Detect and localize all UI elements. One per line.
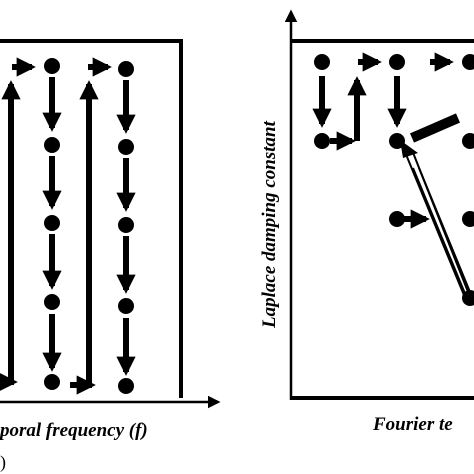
- right-panel: Laplace damping constant Fourier te: [259, 9, 474, 435]
- thick-diagonal-bar: [410, 113, 460, 143]
- right-sample-dot: [389, 133, 405, 149]
- diagonal-return-arrow: [412, 167, 467, 297]
- left-sample-dot: [118, 217, 134, 233]
- right-sample-dot: [462, 133, 474, 149]
- left-panel: poral frequency (f) ): [0, 39, 221, 473]
- left-sample-dot: [118, 139, 134, 155]
- caption-fragment: ): [0, 452, 6, 473]
- left-sample-dot: [44, 58, 60, 74]
- left-panel-frame: [0, 39, 183, 398]
- left-sample-dot: [44, 294, 60, 310]
- left-sample-dot: [44, 215, 60, 231]
- diagonal-return-arrow: [418, 167, 471, 293]
- right-sample-dot: [314, 133, 330, 149]
- diagonal-return-arrow: [404, 151, 467, 301]
- left-sample-dot: [118, 378, 134, 394]
- left-x-axis-label: poral frequency (f): [0, 420, 148, 441]
- right-sample-dot: [314, 54, 330, 70]
- right-y-axis-label: Laplace damping constant: [259, 120, 280, 329]
- diagonal-return-arrowhead: [400, 140, 418, 158]
- left-sample-dot: [118, 61, 134, 77]
- right-sample-dot: [389, 54, 405, 70]
- right-sample-dot: [462, 290, 474, 306]
- right-x-axis-label: Fourier te: [372, 414, 453, 435]
- left-sample-dot: [118, 298, 134, 314]
- right-sample-dot: [462, 54, 474, 70]
- left-sample-dot: [44, 374, 60, 390]
- left-sample-dot: [44, 137, 60, 153]
- right-sample-dot: [389, 211, 405, 227]
- right-sample-dot: [462, 211, 474, 227]
